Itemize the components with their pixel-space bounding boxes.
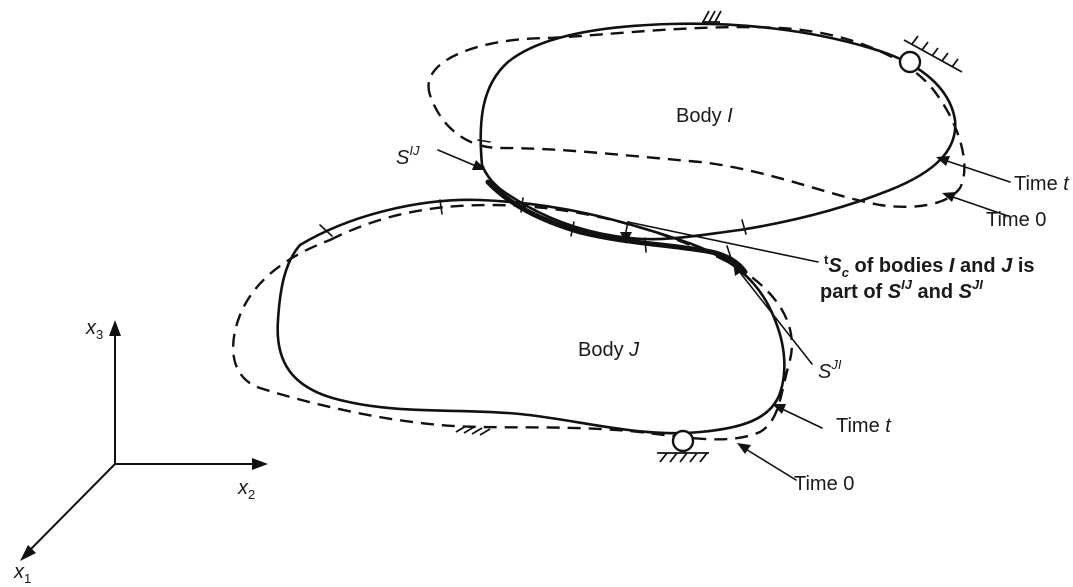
axis-x2-label: x2	[237, 477, 255, 502]
top-right-roller-support	[898, 35, 963, 74]
coordinate-axes	[20, 320, 268, 561]
leader-time-t-lower	[772, 404, 823, 429]
axis-x1-label: x1	[13, 561, 31, 586]
segment-ticks	[319, 139, 747, 259]
body-j-time-t-outline	[276, 198, 786, 435]
time-t-upper-label: Time t	[1014, 173, 1070, 195]
time-0-upper-label: Time 0	[986, 209, 1046, 231]
axis-x3-label: x3	[85, 317, 103, 342]
body-j-label: Body J	[578, 339, 640, 361]
contact-surface-label-line2: part of SIJ and SJI	[820, 277, 983, 303]
time-0-lower-label: Time 0	[794, 473, 854, 495]
body-i-time-t-outline	[479, 22, 957, 241]
leader-contact	[620, 221, 819, 263]
body-j-time0-outline	[232, 203, 794, 441]
leader-time-0-lower	[737, 443, 797, 481]
leader-time-0-upper	[942, 192, 1009, 217]
bottom-roller-support	[657, 429, 709, 463]
leader-time-t-upper	[936, 156, 1011, 183]
s-ji-label: SJI	[818, 357, 842, 383]
time-t-lower-label: Time t	[836, 415, 892, 437]
contact-surface-label-line1: tSc of bodies I and J is	[824, 252, 1035, 280]
leader-s-ij	[437, 149, 486, 170]
contact-surface	[485, 179, 748, 275]
body-i-time0-outline	[427, 25, 966, 208]
leader-s-ji	[733, 262, 813, 365]
bottom-left-fixed-mark	[455, 425, 491, 436]
top-fixed-support	[702, 10, 722, 23]
body-i-label: Body I	[676, 105, 733, 127]
s-ij-label: SIJ	[396, 143, 420, 169]
